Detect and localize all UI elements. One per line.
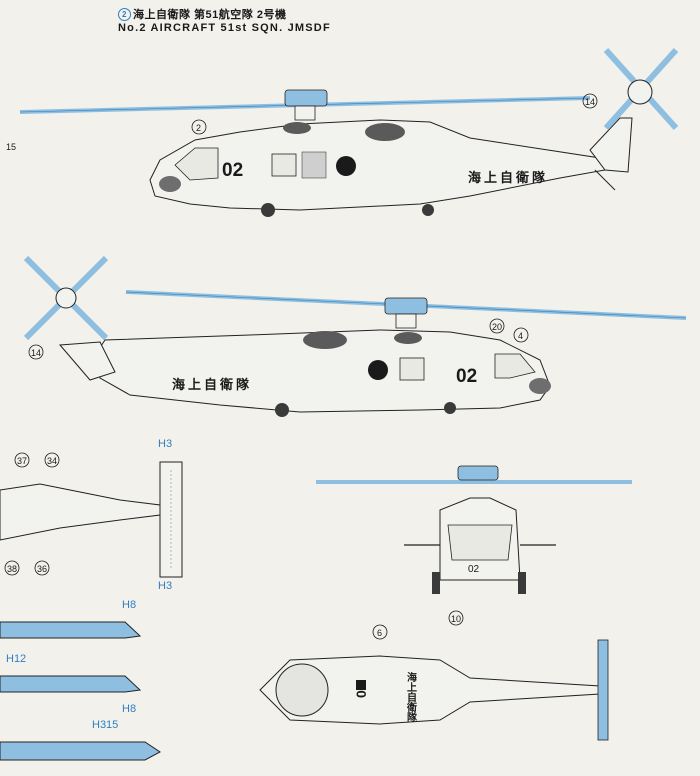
- part-tag-h3-bottom: H3: [158, 580, 172, 592]
- part-tag-h3-top: H3: [158, 438, 172, 450]
- engine-exhaust-2: [394, 332, 422, 344]
- top-view: 02: [259, 639, 609, 741]
- landing-gear: [261, 169, 616, 217]
- part-tags: H3 H3 H8 H12 H8 H315: [6, 438, 172, 731]
- tail-detail-boom: [0, 483, 161, 541]
- rotor-hub: [284, 89, 328, 107]
- part-blade-2: [0, 675, 142, 693]
- callout-6: 6: [377, 628, 382, 638]
- callout-38: 38: [7, 564, 17, 574]
- engine-intake: [365, 123, 405, 141]
- rotor-mast-2: [395, 313, 417, 329]
- part-tag-h8-top: H8: [122, 599, 136, 611]
- cockpit-window-2: [494, 353, 536, 379]
- part-tag-h12: H12: [6, 653, 26, 665]
- tail-detail-view: [0, 461, 183, 578]
- callout-14-b: 14: [31, 348, 41, 358]
- callouts: 2 14 15 4 20 14 37 34 38 36 10 6: [4, 93, 598, 640]
- header-title-en: No.2 AIRCRAFT 51st SQN. JMSDF: [118, 22, 331, 34]
- tail-rotor: [603, 47, 679, 131]
- front-windshield: [447, 524, 513, 561]
- front-number: 02: [468, 564, 480, 575]
- cockpit-window: [174, 147, 219, 181]
- top-marking-vertical: 海上自衛隊: [405, 671, 418, 723]
- aircraft-number-2: 02: [456, 366, 477, 387]
- rotor-mast: [294, 105, 316, 121]
- callout-14-a: 14: [585, 97, 595, 107]
- jmsdf-marking: 海上自衛隊: [468, 170, 548, 185]
- aircraft-number: 02: [222, 160, 243, 181]
- header-marker: 2: [118, 8, 131, 21]
- door-panel: [301, 151, 327, 179]
- blue-parts: [0, 621, 161, 761]
- front-rotor-hub: [457, 465, 499, 481]
- callout-15: 15: [6, 142, 16, 152]
- chin-window: [159, 176, 181, 192]
- callout-10: 10: [451, 614, 461, 624]
- callout-2: 2: [196, 123, 201, 133]
- hinomaru-roundel: [336, 156, 356, 176]
- tail-fin-2: [58, 341, 116, 381]
- cabin-window-2: [399, 357, 425, 381]
- cabin-window: [271, 153, 297, 177]
- top-tail-rotor-blade: [597, 639, 609, 741]
- rotor-hub-2: [384, 297, 428, 315]
- top-rotor-disc: [275, 663, 329, 717]
- front-wheel-right: [518, 572, 526, 594]
- part-tag-h8-bottom: H8: [122, 703, 136, 715]
- part-blade-1: [0, 621, 142, 639]
- jmsdf-marking-2: 海上自衛隊: [172, 377, 252, 392]
- part-blade-3: [0, 741, 161, 761]
- hinomaru-roundel-2: [368, 360, 388, 380]
- engine-intake-2: [303, 331, 347, 349]
- chin-window-2: [529, 378, 551, 394]
- front-view: 02: [316, 465, 632, 594]
- tail-fin: [589, 117, 633, 173]
- header-title-jp-text: 海上自衛隊 第51航空隊 2号機: [133, 9, 287, 21]
- front-wheel-left: [432, 572, 440, 594]
- engine-exhaust: [283, 122, 311, 134]
- callout-36: 36: [37, 564, 47, 574]
- callout-4: 4: [518, 331, 523, 341]
- callout-20: 20: [492, 322, 502, 332]
- side-view-right: 02 海上自衛隊: [23, 255, 687, 417]
- side-view-left: 02 海上自衛隊: [19, 47, 679, 217]
- landing-gear-2: [275, 402, 456, 417]
- part-tag-h315: H315: [92, 719, 118, 731]
- top-number: 02: [353, 682, 369, 698]
- tail-rotor-2: [23, 255, 109, 341]
- callout-37: 37: [17, 456, 27, 466]
- top-marker-square: [356, 680, 366, 690]
- callout-34: 34: [47, 456, 57, 466]
